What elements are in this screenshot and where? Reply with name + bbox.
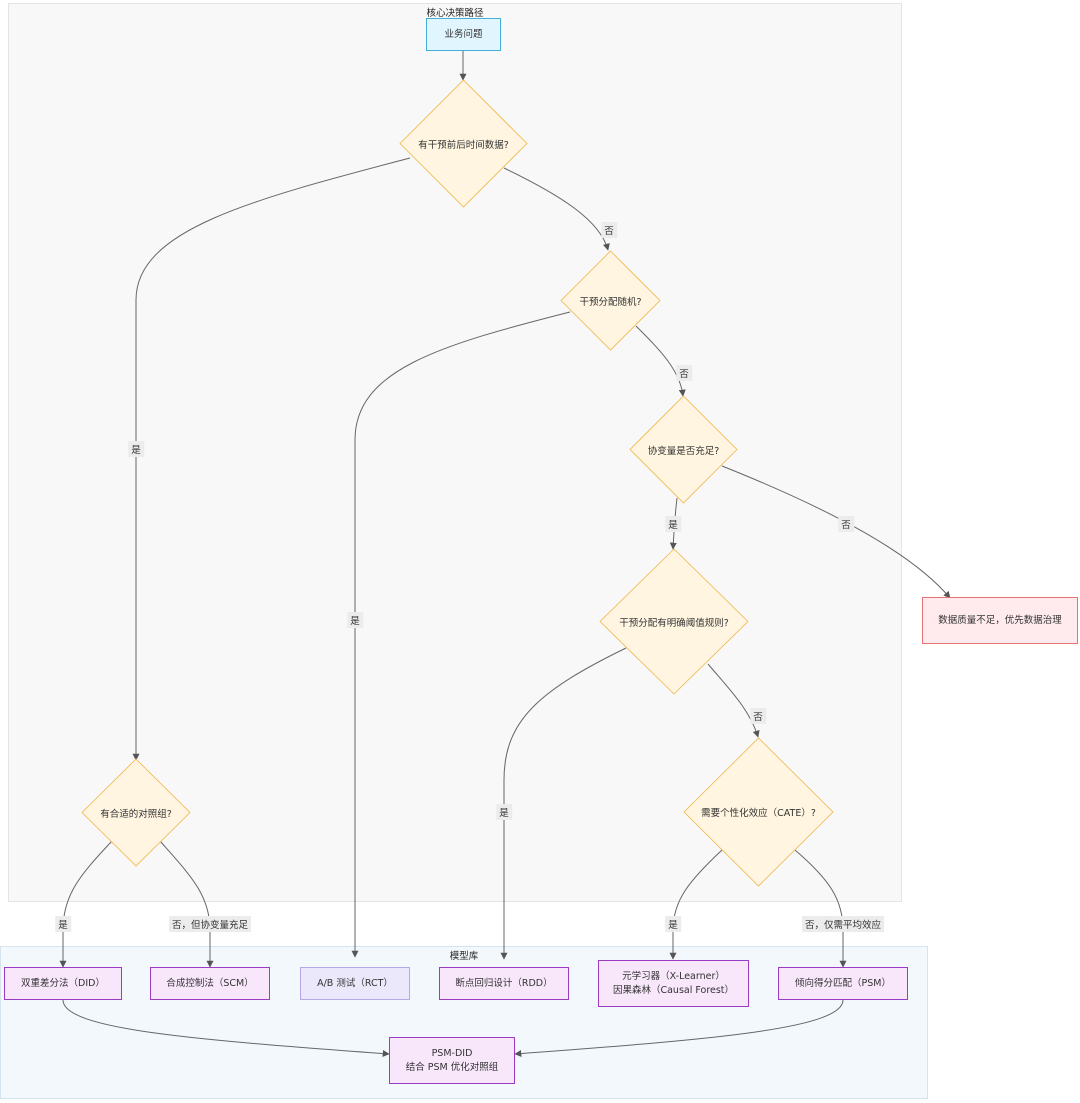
- edge-label-covariate-yes: 是: [665, 516, 681, 532]
- decision-cate: 需要个性化效应（CATE）?: [684, 738, 833, 886]
- edge-label-cate-no: 否，仅需平均效应: [801, 916, 885, 932]
- decision-time-data: 有干预前后时间数据?: [400, 80, 527, 207]
- model-psm-did-label-2: 结合 PSM 优化对照组: [405, 1061, 499, 1073]
- edge-label-control-yes: 是: [55, 916, 71, 932]
- model-meta-learner-node: 元学习器（X-Learner） 因果森林（Causal Forest）: [598, 960, 749, 1007]
- edge-label-cate-yes: 是: [665, 916, 681, 932]
- edge-label-threshold-yes: 是: [496, 804, 512, 820]
- edge-label-threshold-no: 否: [750, 708, 766, 724]
- model-rct-node: A/B 测试（RCT）: [300, 967, 410, 1000]
- model-scm-node: 合成控制法（SCM）: [150, 967, 270, 1000]
- edge-threshold-yes: [500, 647, 627, 960]
- model-psm-did-node: PSM-DID 结合 PSM 优化对照组: [389, 1037, 515, 1084]
- data-quality-node: 数据质量不足，优先数据治理: [922, 597, 1078, 644]
- edge-random-no: [635, 325, 686, 397]
- business-question-node: 业务问题: [426, 18, 501, 51]
- model-rdd-node: 断点回归设计（RDD）: [439, 967, 569, 1000]
- decision-control-group-label: 有合适的对照组?: [100, 808, 172, 820]
- edge-covariate-no: [721, 465, 951, 599]
- model-did-node: 双重差分法（DID）: [4, 967, 122, 1000]
- edge-did-to-psmdid: [62, 999, 390, 1058]
- data-quality-label: 数据质量不足，优先数据治理: [938, 614, 1062, 626]
- decision-random-label: 干预分配随机?: [579, 296, 642, 308]
- edge-label-random-yes: 是: [347, 612, 363, 628]
- model-meta-learner-label-2: 因果森林（Causal Forest）: [612, 984, 735, 996]
- edge-threshold-no: [707, 663, 760, 738]
- edge-label-time-yes: 是: [128, 441, 144, 457]
- core-cluster-title: 核心决策路径: [426, 8, 484, 19]
- decision-covariate-label: 协变量是否充足?: [647, 445, 720, 457]
- decision-random: 干预分配随机?: [561, 251, 660, 350]
- business-question-label: 业务问题: [444, 28, 483, 40]
- decision-cate-label: 需要个性化效应（CATE）?: [701, 808, 816, 819]
- edge-psm-to-psmdid: [514, 999, 844, 1058]
- decision-time-data-label: 有干预前后时间数据?: [418, 139, 509, 151]
- model-scm-label: 合成控制法（SCM）: [166, 977, 254, 989]
- edge-random-yes: [351, 311, 571, 958]
- edge-timedata-yes: [132, 157, 411, 761]
- model-meta-learner-label-1: 元学习器（X-Learner）: [622, 970, 725, 982]
- model-psm-label: 倾向得分匹配（PSM）: [795, 977, 891, 989]
- decision-control-group: 有合适的对照组?: [82, 759, 190, 866]
- model-rct-label: A/B 测试（RCT）: [317, 977, 393, 989]
- edge-label-control-no: 否，但协变量充足: [168, 916, 252, 932]
- edge-timedata-no: [503, 167, 610, 251]
- edge-label-time-no: 否: [601, 222, 617, 238]
- model-rdd-label: 断点回归设计（RDD）: [455, 977, 553, 989]
- decision-threshold-label: 干预分配有明确阈值规则?: [619, 617, 729, 629]
- edge-label-covariate-no: 否: [838, 516, 854, 532]
- model-psm-node: 倾向得分匹配（PSM）: [778, 967, 908, 1000]
- decision-threshold: 干预分配有明确阈值规则?: [600, 549, 748, 694]
- library-cluster-title: 模型库: [449, 951, 479, 962]
- edge-label-random-no: 否: [676, 365, 692, 381]
- model-psm-did-label-1: PSM-DID: [431, 1047, 473, 1059]
- model-did-label: 双重差分法（DID）: [21, 977, 105, 989]
- decision-covariate: 协变量是否充足?: [630, 396, 737, 503]
